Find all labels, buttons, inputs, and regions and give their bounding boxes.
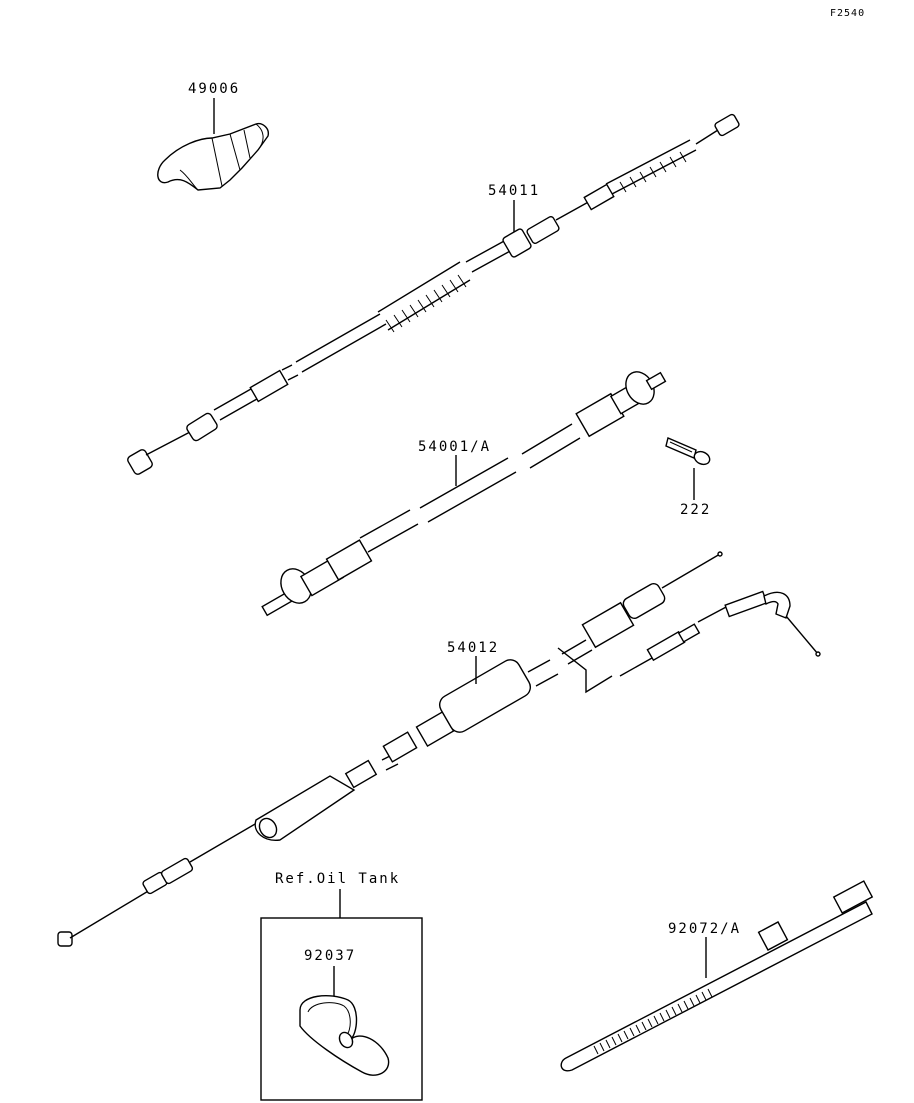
part-54012-cable (57, 551, 821, 947)
label-54001-a: 54001/A (418, 439, 491, 455)
label-49006: 49006 (188, 81, 240, 97)
label-92072-a: 92072/A (668, 921, 741, 937)
part-54001-cable (261, 371, 667, 617)
part-92037-clamp (299, 995, 390, 1076)
label-92037: 92037 (304, 948, 356, 964)
part-222-screw (665, 437, 711, 466)
part-49006-boot (157, 122, 270, 191)
label-54011: 54011 (488, 183, 540, 199)
part-54011-cable (127, 113, 740, 475)
part-92072-cable-tie (560, 880, 874, 1072)
label-ref-oil-tank: Ref.Oil Tank (275, 871, 400, 887)
figure-code: F2540 (830, 8, 865, 19)
label-54012: 54012 (447, 640, 499, 656)
label-222: 222 (680, 502, 711, 518)
inset-box-oil-tank (260, 917, 423, 1101)
